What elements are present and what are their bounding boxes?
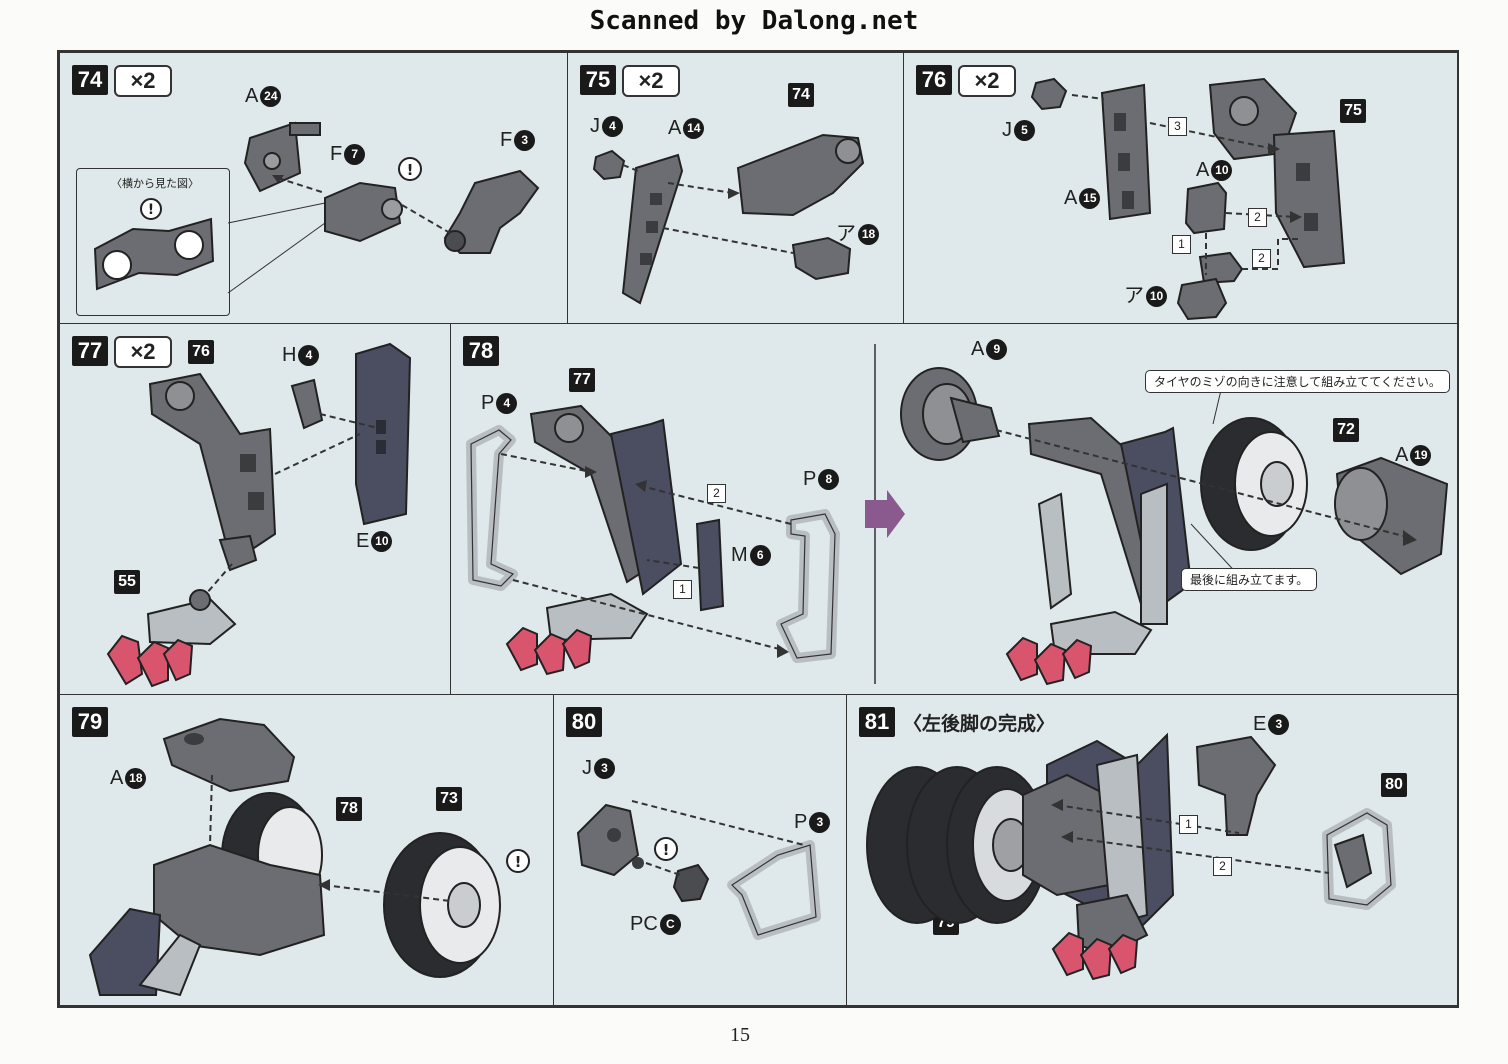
step-78-panel: 78 77 72 [450, 323, 1458, 695]
step-79-diagram: ! [88, 717, 530, 997]
step-number: 79 [72, 707, 108, 737]
multiplier-badge: ×2 [622, 65, 680, 97]
reference-step-badge: 73 [436, 787, 462, 811]
order-marker: 2 [707, 484, 726, 503]
reference-step-badge: 75 [1340, 99, 1366, 123]
step-76-diagram [1030, 77, 1346, 321]
svg-text:!: ! [663, 841, 670, 859]
tire-orientation-note: タイヤのミゾの向きに注意して組み立ててください。 [1145, 370, 1450, 393]
scan-watermark: Scanned by Dalong.net [589, 6, 919, 36]
step-77-diagram [106, 342, 412, 688]
step-81-diagram [866, 732, 1396, 981]
order-marker: 2 [1213, 857, 1232, 876]
svg-text:!: ! [515, 853, 522, 871]
step-number: 80 [566, 707, 602, 737]
order-marker: 1 [1179, 815, 1198, 834]
multiplier-badge: ×2 [114, 65, 172, 97]
step-title: 〈左後脚の完成〉 [903, 713, 1056, 735]
step-number: 74 [72, 65, 108, 95]
multiplier-badge: ×2 [114, 336, 172, 368]
order-marker: 1 [673, 580, 692, 599]
reference-step-badge: 80 [1381, 773, 1407, 797]
multiplier-badge: ×2 [958, 65, 1016, 97]
reference-step-badge: 72 [1333, 418, 1359, 442]
reference-step-badge: 78 [336, 797, 362, 821]
assemble-last-note: 最後に組み立てます。 [1181, 568, 1318, 591]
reference-step-badge: 55 [114, 570, 140, 594]
step-75-diagram [592, 133, 865, 305]
page-number: 15 [730, 1024, 750, 1046]
order-marker: 2 [1252, 249, 1271, 268]
step-number: 75 [580, 65, 616, 95]
step-number: 78 [463, 336, 499, 366]
step-number: 76 [916, 65, 952, 95]
step-number: 77 [72, 336, 108, 366]
step-80-diagram: ! [576, 800, 821, 940]
reference-step-badge: 76 [188, 340, 214, 364]
instruction-frame [57, 50, 1459, 1008]
side-view-inset: 〈横から見た図〉 ! [76, 168, 230, 316]
side-view-diagram: ! [93, 198, 215, 291]
step-78-diagram [466, 344, 1449, 686]
step-74-diagram: ! [227, 121, 540, 294]
svg-text:!: ! [407, 161, 414, 179]
reference-step-badge: 74 [788, 83, 814, 107]
svg-text:!: ! [148, 202, 154, 218]
reference-step-badge: 77 [569, 368, 595, 392]
side-view-label: 〈横から見た図〉 [111, 177, 199, 190]
step-number: 81 [859, 707, 895, 737]
order-marker: 3 [1168, 117, 1187, 136]
order-marker: 2 [1248, 208, 1267, 227]
order-marker: 1 [1172, 235, 1191, 254]
